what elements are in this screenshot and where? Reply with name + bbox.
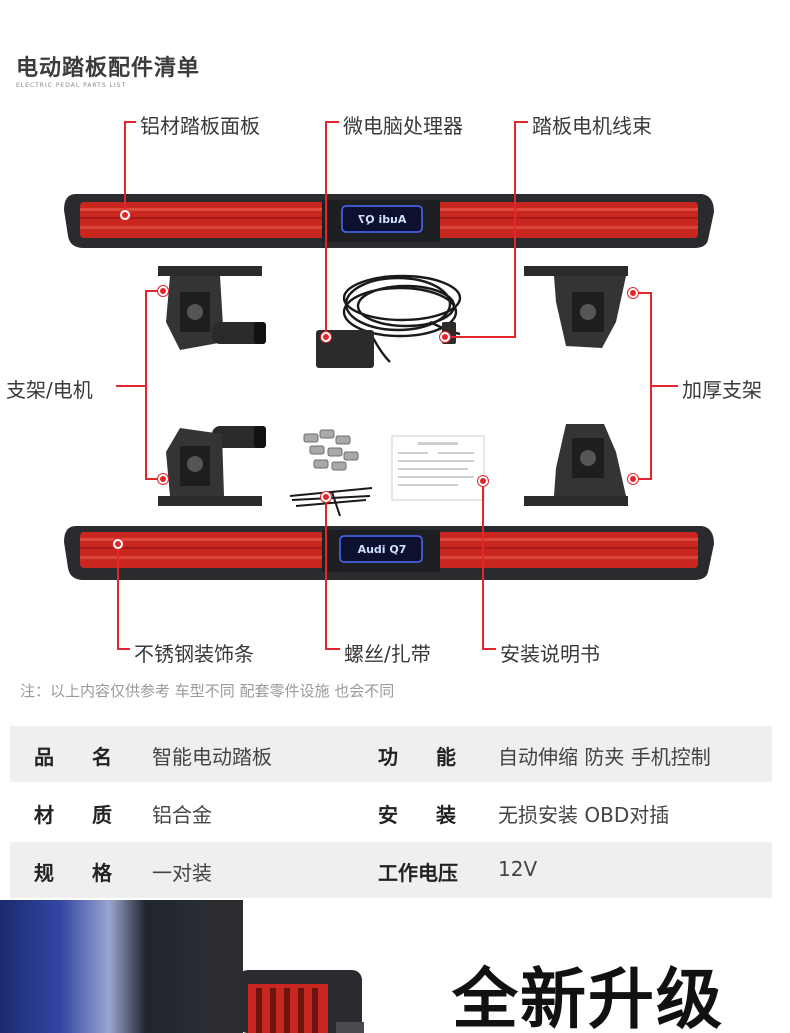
leader-right-dot-top [628,288,638,298]
leader-harness-h2 [444,336,516,338]
leader-manual-v [482,480,484,649]
leader-manual-h [482,648,496,650]
spec-value-spec: 一对装 [152,861,212,885]
spec-row-3: 规格 一对装 工作电压 12V [10,842,772,898]
badge-bottom: Audi Q7 [357,543,407,556]
leader-left-top [145,290,161,292]
leader-left-bottom [145,478,161,480]
spec-value-name: 智能电动踏板 [152,745,272,769]
installation-manual [391,435,485,501]
leader-manual-dot [478,476,488,486]
banner-board-closeup [238,970,364,1033]
label-harness: 踏板电机线束 [532,114,652,138]
leader-trim-v [117,543,119,649]
spec-key-material: 材质 [34,803,150,827]
label-bracket-motor: 支架/电机 [6,378,93,402]
leader-harness-dot [440,332,450,342]
leader-left-mid [116,385,147,387]
leader-right-mid [650,385,678,387]
page-title: 电动踏板配件清单 [16,56,201,81]
spec-row-2: 材质 铝合金 安装 无损安装 OBD对插 [10,784,772,840]
motor-bracket-top-left [158,266,266,350]
label-thick-bracket: 加厚支架 [682,378,762,402]
spec-key-function: 功能 [378,745,494,769]
leader-left-dot-bottom [158,474,168,484]
label-manual: 安装说明书 [500,642,600,666]
leader-right-dot-bottom [628,474,638,484]
spec-row-1: 品名 智能电动踏板 功能 自动伸缩 防夹 手机控制 [10,726,772,782]
label-screws: 螺丝/扎带 [344,642,431,666]
leader-trim-h [117,648,130,650]
leader-screws-dot [321,492,331,502]
label-panel: 铝材踏板面板 [140,114,260,138]
spec-key-voltage: 工作电压 [378,861,458,885]
leader-harness-h [514,121,528,123]
thick-bracket-top-right [524,266,628,348]
spec-value-voltage: 12V [498,857,538,881]
page-subtitle: ELECTRIC PEDAL PARTS LIST [16,82,127,89]
leader-right-top [634,292,652,294]
spec-key-install: 安装 [378,803,494,827]
label-ecu: 微电脑处理器 [343,114,463,138]
leader-screws-h [325,648,340,650]
leader-ecu-h [325,121,339,123]
spec-key-name: 品名 [34,745,150,769]
ecu-wire-harness [316,274,462,368]
running-board-bottom [64,526,714,580]
label-trim: 不锈钢装饰条 [134,642,254,666]
upgrade-banner [0,900,790,1033]
disclaimer-note: 注：以上内容仅供参考 车型不同 配套零件设施 也会不同 [20,682,395,700]
leader-trim-dot [113,539,123,549]
spec-key-spec: 规格 [34,861,150,885]
leader-screws-v [325,496,327,649]
leader-harness-v [514,121,516,338]
banner-headline: 全新升级 [452,961,724,1033]
thick-bracket-bottom-right [524,424,628,506]
spec-value-function: 自动伸缩 防夹 手机控制 [498,745,711,769]
leader-panel-h [124,121,136,123]
leader-right-bottom [634,478,652,480]
spec-value-install: 无损安装 OBD对插 [498,803,670,827]
motor-bracket-bottom-left [158,426,266,506]
leader-panel-v [124,121,126,215]
leader-panel-dot [120,210,130,220]
leader-ecu-v [325,121,327,335]
screws-cable-ties [289,429,373,517]
running-board-top [64,194,714,248]
spec-value-material: 铝合金 [152,803,212,827]
leader-ecu-dot [321,332,331,342]
banner-photo-frame [205,900,243,1033]
badge-top: Audi Q7 [357,213,407,226]
leader-left-dot-top [158,286,168,296]
banner-photo [0,900,243,1033]
